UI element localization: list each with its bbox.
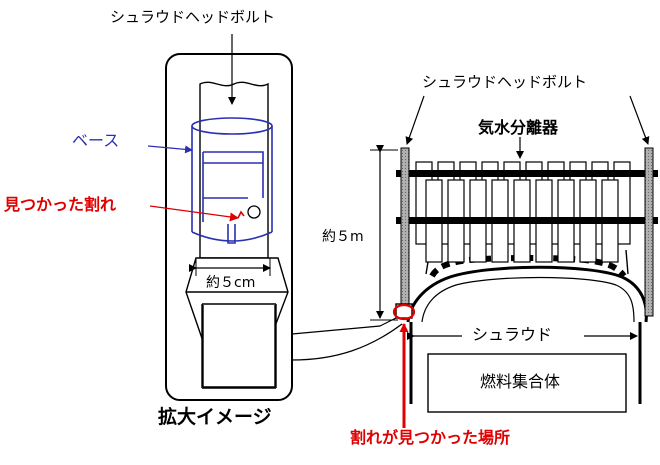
label-shroud-head-bolt-right: シュラウドヘッドボルト — [422, 73, 588, 91]
label-enlarged-image: 拡大イメージ — [158, 406, 272, 428]
separator-plate-lower — [396, 217, 658, 224]
base-label-arrow — [147, 145, 193, 154]
shroud-dome — [406, 265, 648, 323]
label-shroud-head-bolt-top: シュラウドヘッドボルト — [110, 8, 276, 26]
label-crack-location: 割れが見つかった場所 — [350, 428, 511, 447]
shroud-head-bolt-left — [400, 147, 410, 317]
label-approx-5m: 約５m — [322, 229, 364, 245]
label-fuel-assembly: 燃料集合体 — [480, 372, 561, 391]
found-crack-mark — [237, 210, 245, 219]
fuel-assembly-box — [427, 353, 627, 413]
crack-label-arrow — [149, 205, 239, 222]
bolt-arrow-right — [629, 95, 650, 145]
base-pin — [247, 205, 261, 219]
bolt-arrow-left — [405, 95, 425, 145]
base-collar — [191, 117, 273, 244]
shroud-dome-inner — [421, 276, 635, 323]
label-base: ベース — [72, 131, 120, 150]
label-crack-found: 見つかった割れ — [4, 195, 117, 214]
label-steam-separator: 気水分離器 — [478, 118, 559, 137]
separator-plate-upper — [396, 170, 658, 177]
crack-location-marker — [392, 303, 416, 321]
label-shroud: シュラウド — [472, 325, 553, 344]
enlarge-funnel — [291, 315, 403, 361]
shroud-head-bolt-right — [644, 147, 654, 317]
bolt-shaft — [199, 81, 269, 259]
label-approx-5cm: 約５cm — [206, 275, 256, 291]
